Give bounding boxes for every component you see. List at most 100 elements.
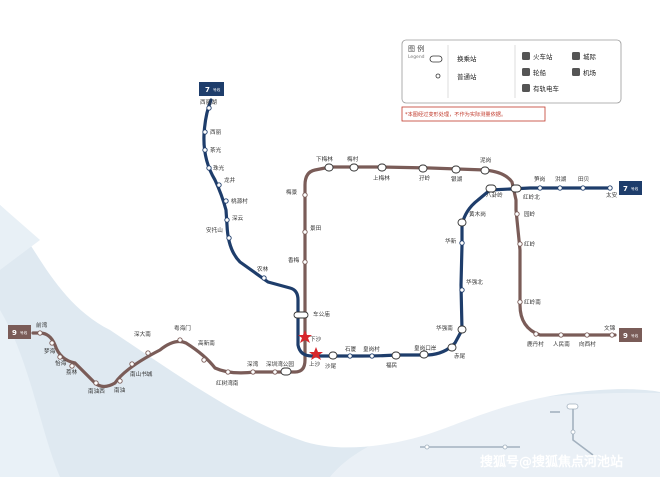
tram-icon xyxy=(522,84,530,92)
label-longjing: 龙井 xyxy=(224,176,236,184)
label-honglingnan: 红岭南 xyxy=(524,298,541,306)
label-yuehai: 粤海门 xyxy=(174,324,191,332)
station-xilihu-marker[interactable] xyxy=(206,105,212,111)
label-nanshanshucheng: 南山书城 xyxy=(130,370,153,378)
station-xili-marker[interactable] xyxy=(202,129,208,135)
station-nanyouxi-marker[interactable] xyxy=(93,380,99,386)
station-huaxin-marker[interactable] xyxy=(459,240,465,246)
station-xiangmi-marker[interactable] xyxy=(302,259,308,265)
station-huanggangkouan-marker[interactable] xyxy=(419,350,429,359)
line9-stations xyxy=(37,192,615,386)
station-longjing-marker[interactable] xyxy=(216,182,222,188)
station-futian-marker[interactable] xyxy=(391,351,401,360)
station-xiasha-star[interactable] xyxy=(298,330,312,343)
station-taian-marker[interactable] xyxy=(607,185,613,191)
label-chegongmiao: 车公庙 xyxy=(313,310,330,318)
station-sungang-marker[interactable] xyxy=(537,185,543,191)
station-shatou-marker[interactable] xyxy=(328,351,338,360)
station-shenzhenwan-marker[interactable] xyxy=(272,369,278,375)
station-lujiangnan-marker[interactable] xyxy=(533,331,539,337)
label-shenwan: 深湾 xyxy=(247,360,259,368)
watermark: 搜狐号@搜狐焦点河池站 xyxy=(480,454,623,470)
label-shenda: 深大南 xyxy=(134,330,151,338)
station-chiwei-marker[interactable] xyxy=(447,343,457,352)
label-xiangmi: 香梅 xyxy=(288,256,300,264)
station-mengzhou-marker[interactable] xyxy=(49,340,55,346)
station-hongshuwan-marker[interactable] xyxy=(225,369,231,375)
station-shangmeilin-marker[interactable] xyxy=(377,163,387,172)
line9-track xyxy=(31,165,617,389)
line7-badge-top: 7 号线 xyxy=(199,82,224,96)
station-bagualing-marker[interactable] xyxy=(485,184,497,193)
label-honggang: 洪湖 xyxy=(555,175,567,183)
intercity-icon xyxy=(572,52,580,60)
legend: 图 例 Legend 换乘站 普通站 火车站 城际 轮船 机场 有轨电车 xyxy=(401,39,622,104)
station-yuanling-marker[interactable] xyxy=(514,211,520,217)
station-gaoxinnan-marker[interactable] xyxy=(201,357,207,363)
station-shixia-marker[interactable] xyxy=(347,353,353,359)
station-hongling-marker[interactable] xyxy=(517,241,523,247)
station-honggang-marker[interactable] xyxy=(557,185,563,191)
label-mengzhou: 梦海 xyxy=(44,347,56,355)
label-xiameilin: 下梅林 xyxy=(316,155,333,163)
station-shenwan-marker[interactable] xyxy=(250,369,256,375)
station-jinglu-marker[interactable] xyxy=(302,229,308,235)
label-shangsha: 上沙 xyxy=(309,360,321,368)
station-yinhu-marker[interactable] xyxy=(451,165,461,174)
station-taoyuancun-marker[interactable] xyxy=(223,198,229,204)
station-shangsha-star[interactable] xyxy=(309,347,323,360)
label-xiancun: 孖岭 xyxy=(419,174,431,182)
station-yuehai-marker[interactable] xyxy=(177,337,183,343)
station-yiwan-marker[interactable] xyxy=(57,354,63,360)
label-jinglu: 景田 xyxy=(310,225,322,232)
line9-badge-left-number: 9 xyxy=(12,329,17,337)
label-nanyou: 南油 xyxy=(114,386,126,394)
station-shenzhenwan-interchange[interactable] xyxy=(280,367,292,376)
station-shenda-marker[interactable] xyxy=(145,350,151,356)
label-huanggangkouan: 皇岗口岸 xyxy=(414,344,437,352)
station-nanshanshucheng-marker[interactable] xyxy=(129,361,135,367)
label-xiangxinan: 向西村 xyxy=(579,340,596,348)
station-huangmugang-marker[interactable] xyxy=(457,218,467,227)
station-xiameilin-marker[interactable] xyxy=(324,163,334,172)
station-lilin-marker[interactable] xyxy=(69,363,75,369)
station-nihang-marker[interactable] xyxy=(480,166,490,175)
station-huangganghou-marker[interactable] xyxy=(369,353,375,359)
station-honglingnan-marker[interactable] xyxy=(517,299,523,305)
station-wenjin-marker[interactable] xyxy=(609,332,615,338)
station-meijing-marker[interactable] xyxy=(302,192,308,198)
line9-badge-left: 9 号线 xyxy=(8,325,31,339)
station-shenyun-marker[interactable] xyxy=(224,217,230,223)
label-renminnan: 人民南 xyxy=(553,340,570,348)
label-bagualing: 八卦岭 xyxy=(486,191,503,199)
star-markers xyxy=(298,330,323,360)
station-labels: 西丽湖 西丽 茶光 珠光 龙井 桃源村 深云 安托山 农林 车公庙 下沙 上沙 … xyxy=(36,98,618,395)
label-huangmugang: 黄木岗 xyxy=(469,210,486,218)
label-nihang: 泥岗 xyxy=(480,156,492,164)
legend-regular-icon xyxy=(435,73,441,79)
station-tianbei-marker[interactable] xyxy=(580,185,586,191)
line9-badge-left-sub: 号线 xyxy=(20,330,28,335)
station-qianwan-marker[interactable] xyxy=(37,330,43,336)
label-shatou: 沙尾 xyxy=(325,363,337,370)
line7-track xyxy=(202,98,612,358)
station-xiancun-marker[interactable] xyxy=(418,164,428,173)
station-anto-marker[interactable] xyxy=(226,235,232,241)
station-huaqiangbei-marker[interactable] xyxy=(459,287,465,293)
station-chaguang-marker[interactable] xyxy=(202,147,208,153)
station-zhuguang-marker[interactable] xyxy=(206,165,212,171)
station-renminnan-marker[interactable] xyxy=(558,332,564,338)
label-xiasha: 下沙 xyxy=(310,336,322,343)
sea-area xyxy=(0,205,660,477)
station-nanyou-marker[interactable] xyxy=(117,378,123,384)
station-xiangxinan-marker[interactable] xyxy=(584,332,590,338)
label-honglingbei: 红岭北 xyxy=(523,193,540,201)
station-nonglin-marker[interactable] xyxy=(261,275,267,281)
station-meicun-marker[interactable] xyxy=(349,163,359,172)
station-huaqiangnan-marker[interactable] xyxy=(457,325,467,334)
station-honglingbei-marker[interactable] xyxy=(510,184,522,193)
legend-airport-label: 机场 xyxy=(583,68,597,77)
station-chegongmiao-marker[interactable] xyxy=(293,311,309,319)
disclaimer-text: *本图经过变形处理，不作为实际测量依据。 xyxy=(405,110,506,118)
